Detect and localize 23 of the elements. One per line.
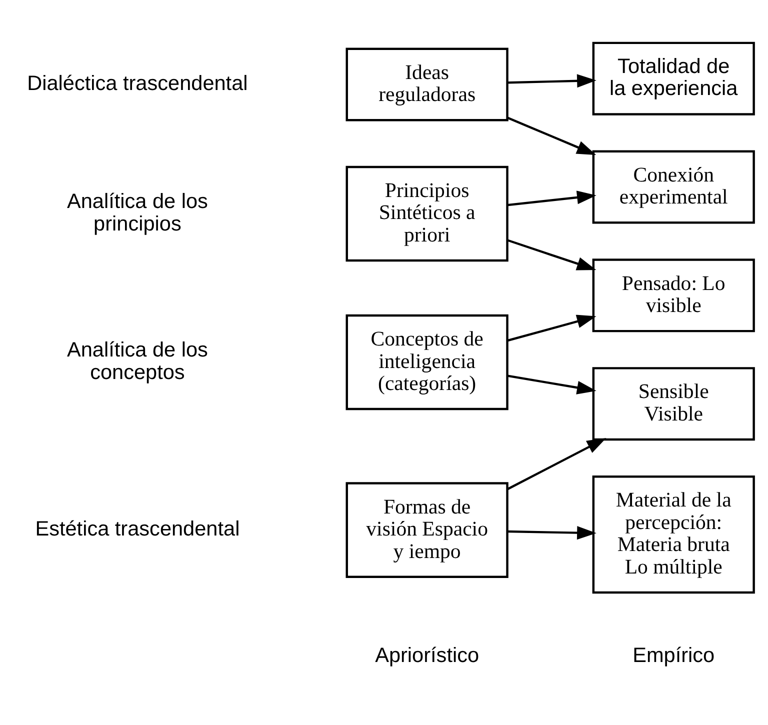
arrow bbox=[507, 116, 596, 155]
arrow bbox=[508, 526, 596, 540]
node-box: Pensado: Lo visible bbox=[592, 258, 755, 332]
node-box: Formas de visión Espacio y iempo bbox=[346, 482, 508, 578]
label: Empírico bbox=[632, 643, 715, 666]
arrow bbox=[508, 190, 596, 206]
node-box: Conceptos de inteligencia (categorías) bbox=[346, 314, 508, 410]
label: Dialéctica trascendental bbox=[27, 72, 248, 95]
node-box: Principios Sintéticos a priori bbox=[346, 165, 508, 262]
arrow bbox=[507, 238, 596, 270]
node-box: Sensible Visible bbox=[592, 366, 755, 440]
node-box: Ideas reguladoras bbox=[346, 47, 508, 121]
node-box: Conexión experimental bbox=[592, 150, 755, 224]
node-box: Totalidad de la experiencia bbox=[592, 41, 755, 115]
label: Apriorístico bbox=[375, 643, 480, 666]
arrow bbox=[507, 314, 596, 342]
label: Analítica de los conceptos bbox=[66, 338, 208, 384]
node-box: Material de la percepción: Materia bruta Lo múltiple bbox=[592, 475, 755, 594]
arrow bbox=[507, 437, 606, 490]
label: Analítica de los principios bbox=[66, 190, 208, 235]
arrow bbox=[507, 374, 596, 394]
arrow bbox=[508, 74, 596, 88]
label: Estética trascendental bbox=[35, 517, 240, 540]
